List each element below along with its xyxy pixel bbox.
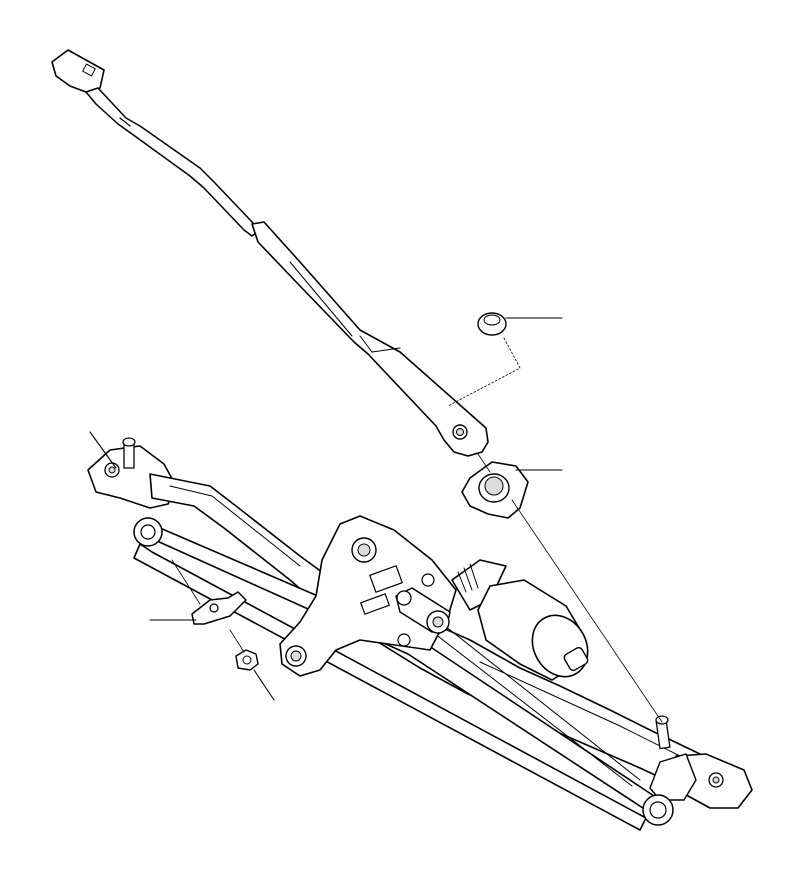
crank-ball-joint-center (432, 616, 444, 628)
mounting-clip (191, 591, 247, 625)
right-rod-end-hole (649, 801, 667, 819)
seal-to-shaft-line (511, 499, 663, 723)
pivot-seal (461, 461, 529, 519)
callout-lines (89, 317, 563, 701)
connecting-rods (133, 517, 674, 831)
mounting-clip-body (191, 591, 247, 625)
wiper-arm-collar (119, 117, 131, 127)
left-pivot-mount-bolt (108, 466, 116, 474)
wiper-motor (451, 559, 589, 681)
callout-line-left-pivot-shaft (89, 431, 117, 469)
arm-nut (477, 312, 507, 336)
assembly-lines (171, 337, 663, 723)
wiper-arm-detail-lines (289, 261, 401, 353)
nut-assembly-line (447, 337, 521, 407)
motor-bracket (279, 515, 457, 677)
motor-shaft-stub (563, 646, 589, 672)
bracket-bolt-2 (397, 633, 411, 647)
frame-nut-bore (242, 655, 252, 665)
wiper-arm (51, 49, 489, 457)
linkage-frame (87, 437, 753, 809)
bracket-tab (360, 593, 390, 615)
arm-nut-top (483, 314, 501, 326)
left-rod-end-hole (140, 524, 156, 540)
right-pivot-shaft-top (655, 715, 669, 725)
bracket-mount-bolt-top (357, 543, 371, 557)
motor-gear-ribs (457, 563, 479, 593)
arm-to-seal-line (477, 453, 491, 473)
wiper-arm-hook-slot (82, 63, 96, 77)
motor-bracket-plate (279, 515, 457, 677)
wiper-arm-hook (51, 49, 105, 93)
long-rod-lower (133, 543, 647, 831)
frame-tube-highlight (169, 485, 701, 767)
wiper-arm-body (251, 221, 489, 457)
wiper-arm-pivot-bolt (456, 428, 464, 436)
left-pivot-shaft-top (122, 437, 136, 447)
pivot-seal-bore (484, 476, 504, 496)
bracket-label-plate (369, 565, 403, 593)
short-rod (429, 621, 641, 787)
frame-nut (235, 649, 259, 671)
right-crank (649, 753, 697, 801)
frame-tube (149, 473, 749, 807)
right-pivot-mount-bolt (712, 776, 720, 784)
clip-assembly-line (171, 559, 201, 605)
frame-nut-assembly-line (229, 629, 245, 653)
crank-lever (395, 587, 451, 634)
callout-line-frame-nut (253, 669, 275, 701)
bracket-mount-bolt-bottom (290, 650, 302, 662)
mounting-clip-hole (209, 603, 219, 613)
bracket-bolt-1 (421, 573, 435, 587)
wiper-arm-spring (85, 87, 263, 237)
crank-pivot-nut (396, 590, 412, 606)
